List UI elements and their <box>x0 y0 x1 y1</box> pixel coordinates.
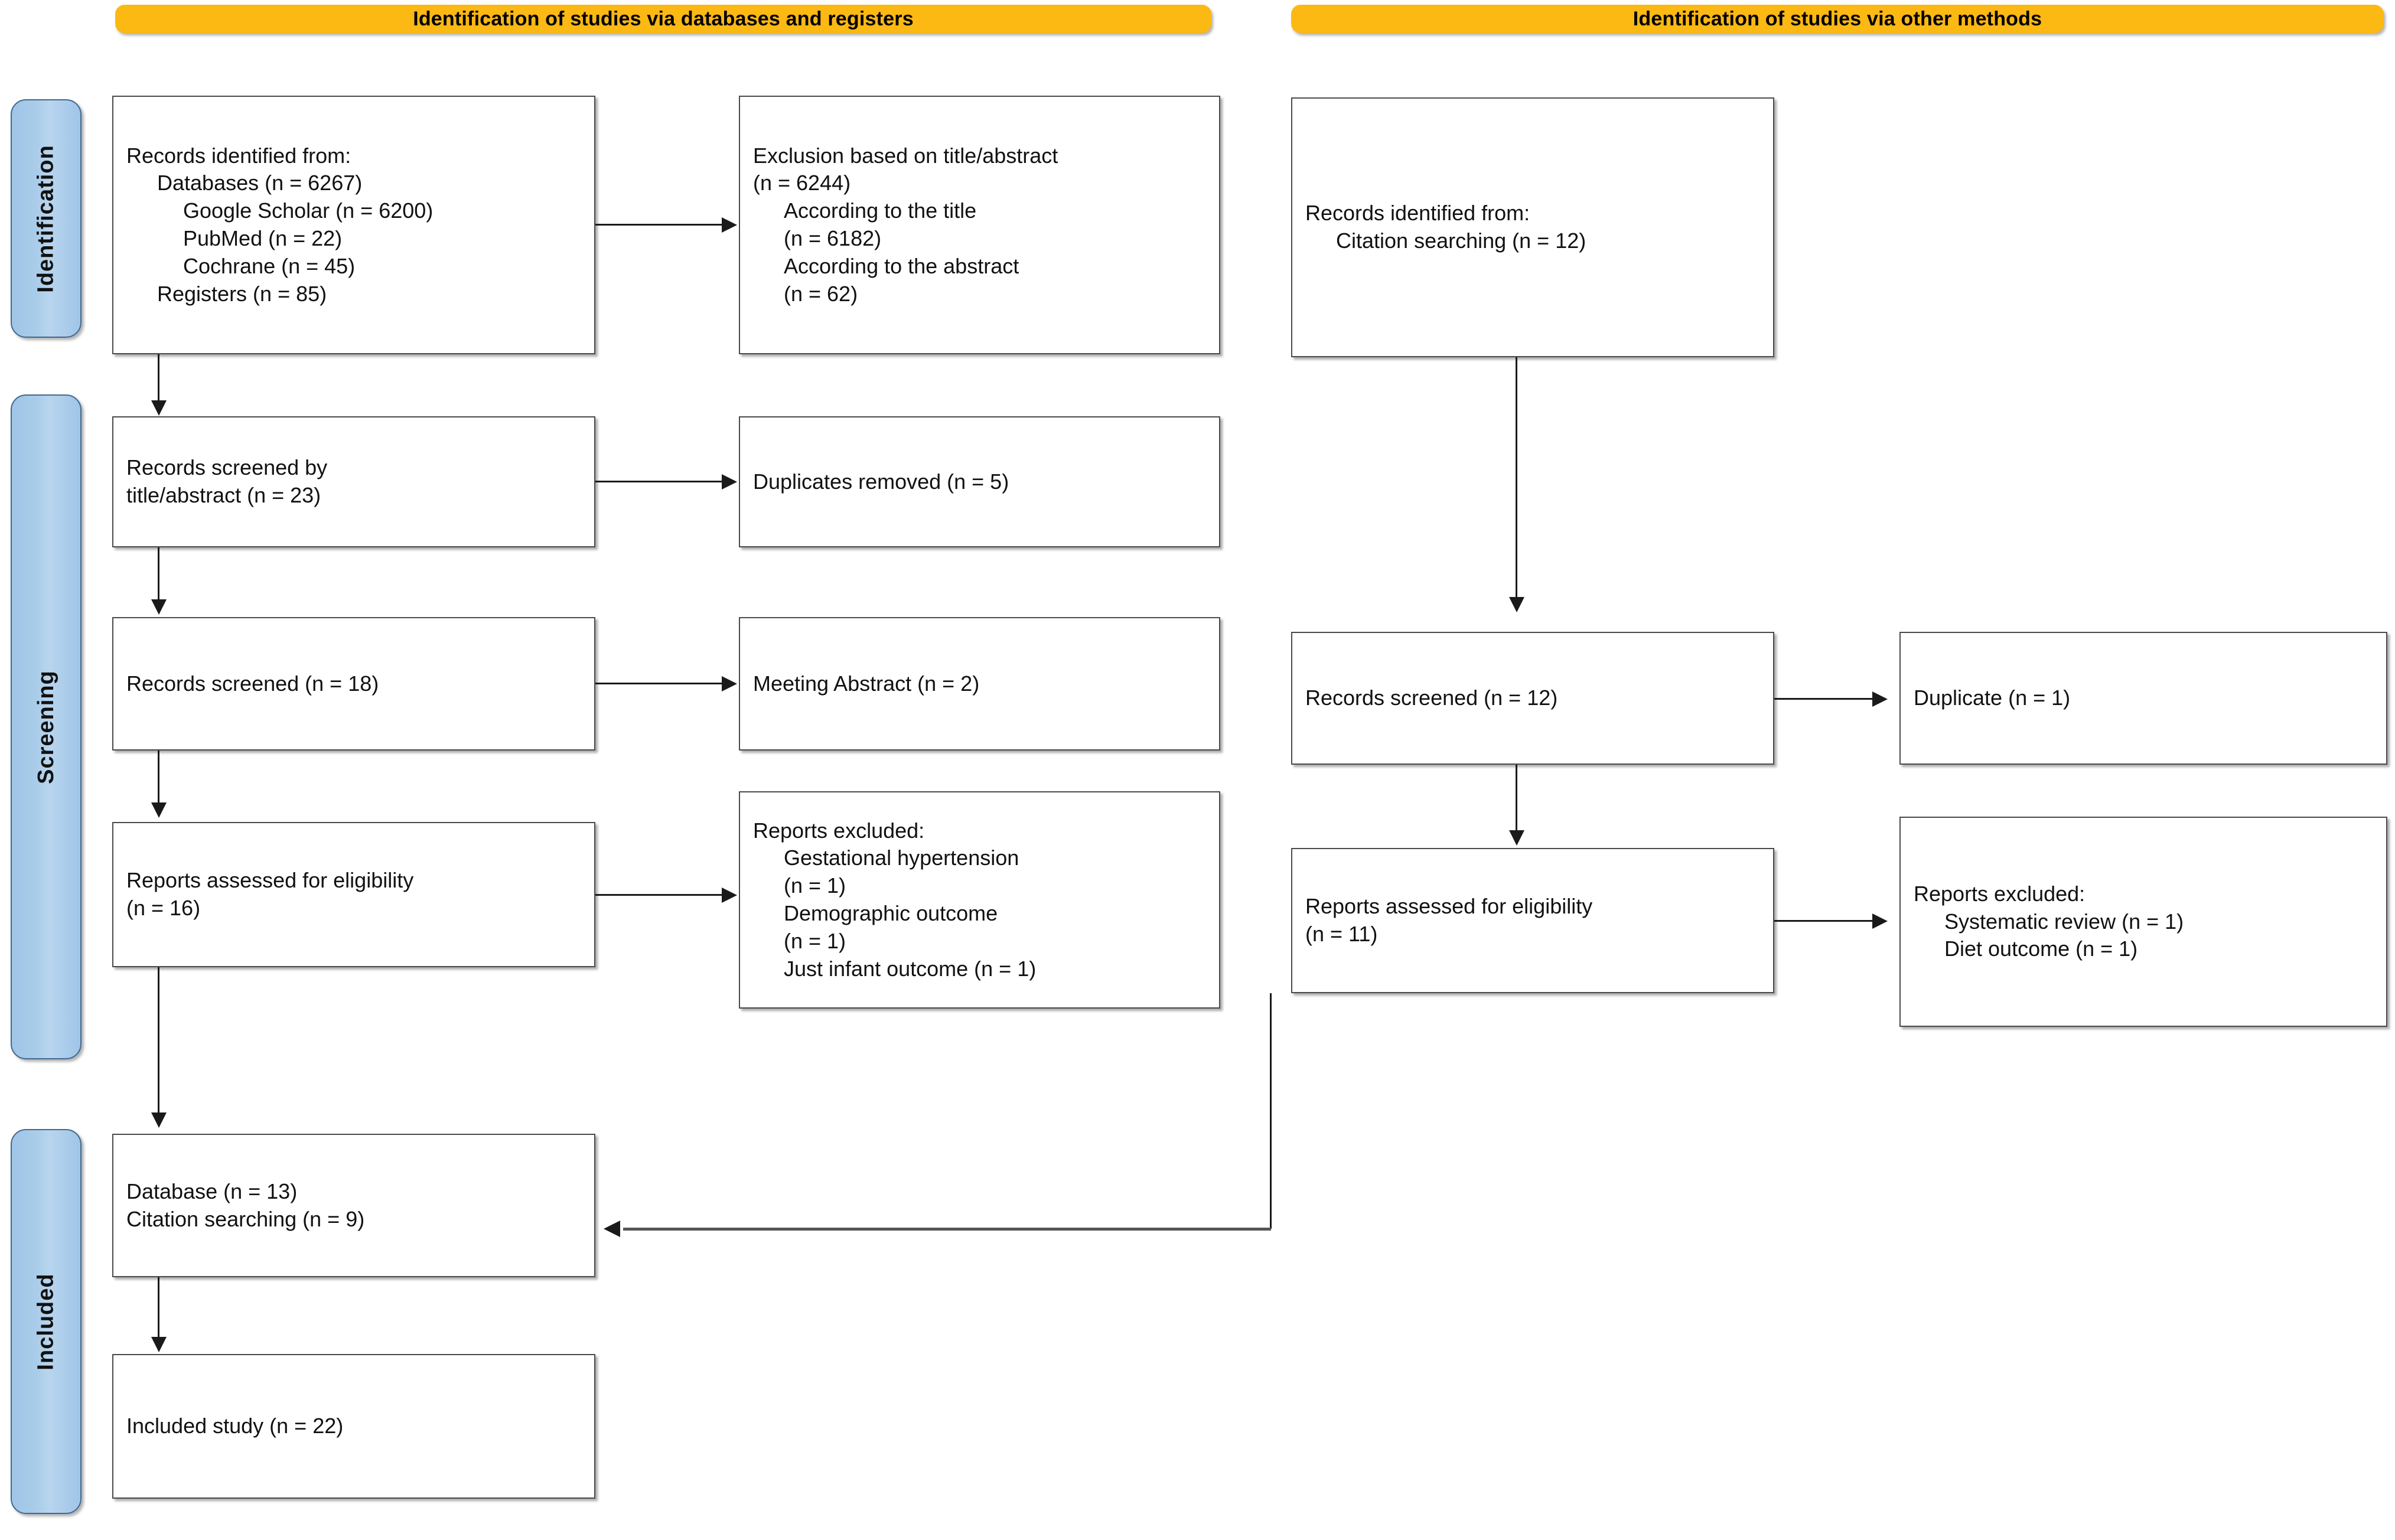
arrowhead-assessed-other-to-excluded-right <box>1872 913 1888 929</box>
header-other-methods: Identification of studies via other meth… <box>1291 5 2384 33</box>
box-line: Demographic outcome <box>784 901 998 925</box>
connector-included-sources-to-included-study <box>158 1277 159 1339</box>
arrowhead-other-identified-to-screened <box>1509 597 1524 612</box>
box-records-screened-other: Records screened (n = 12) <box>1291 632 1774 765</box>
arrowhead-identified-to-exclusion <box>722 217 737 233</box>
connector-screened-other-to-assessed <box>1516 765 1517 833</box>
box-reports-assessed-eligibility-other: Reports assessed for eligibility (n = 11… <box>1291 848 1774 993</box>
arrowhead-other-assessed-to-included <box>604 1221 620 1237</box>
box-reports-excluded-right: Reports excluded: Systematic review (n =… <box>1899 817 2387 1027</box>
box-line: Exclusion based on title/abstract <box>753 143 1058 168</box>
arrowhead-screened-to-assessed <box>151 802 167 818</box>
connector-screened-ta-to-screened <box>158 547 159 602</box>
connector-assessed-other-to-excluded-right <box>1774 920 1873 922</box>
box-line: Reports excluded: <box>1914 881 2086 906</box>
arrowhead-screened-ta-to-duplicates <box>722 474 737 490</box>
box-line: (n = 62) <box>784 281 858 306</box>
box-line: Citation searching (n = 12) <box>1336 229 1586 253</box>
box-line: Records screened (n = 12) <box>1305 686 1558 710</box>
box-line: PubMed (n = 22) <box>183 226 343 250</box>
rail-screening-label: Screening <box>33 670 58 784</box>
rail-included: Included <box>11 1129 82 1514</box>
box-line: Meeting Abstract (n = 2) <box>753 671 980 696</box>
connector-other-assessed-down <box>1270 993 1272 1229</box>
box-line: (n = 1) <box>784 928 846 953</box>
box-line: Records screened by <box>126 455 328 480</box>
arrowhead-screened-other-to-assessed <box>1509 830 1524 846</box>
header-other-methods-label: Identification of studies via other meth… <box>1632 7 2042 30</box>
box-line: (n = 1) <box>784 873 846 898</box>
connector-assessed-to-excluded-left <box>595 894 724 896</box>
box-line: Records identified from: <box>126 143 351 168</box>
box-line: Google Scholar (n = 6200) <box>183 198 434 223</box>
box-line: Registers (n = 85) <box>157 281 327 306</box>
box-records-identified-databases: Records identified from: Databases (n = … <box>112 96 595 354</box>
box-line: (n = 6244) <box>753 171 851 195</box>
connector-screened-to-meeting-abstract <box>595 683 724 684</box>
arrowhead-assessed-to-excluded-left <box>722 888 737 903</box>
connector-identified-to-screened-ta <box>158 354 159 403</box>
connector-other-identified-to-screened <box>1516 357 1517 599</box>
box-records-identified-other-methods: Records identified from: Citation search… <box>1291 97 1774 357</box>
arrowhead-assessed-to-included-sources <box>151 1112 167 1128</box>
box-line: Database (n = 13) <box>126 1179 298 1203</box>
box-records-screened-title-abstract: Records screened by title/abstract (n = … <box>112 416 595 547</box>
box-line: Records identified from: <box>1305 201 1530 226</box>
rail-screening: Screening <box>11 394 82 1059</box>
box-line: According to the title <box>784 198 977 223</box>
connector-screened-to-assessed <box>158 751 159 805</box>
box-line: Duplicates removed (n = 5) <box>753 469 1009 494</box>
connector-assessed-to-included-sources <box>158 967 159 1115</box>
arrowhead-screened-other-to-duplicate <box>1872 691 1888 707</box>
box-line: Systematic review (n = 1) <box>1944 909 2184 934</box>
arrowhead-screened-to-meeting-abstract <box>722 676 737 691</box>
connector-screened-ta-to-duplicates <box>595 481 724 482</box>
box-exclusion-title-abstract: Exclusion based on title/abstract (n = 6… <box>739 96 1220 354</box>
arrowhead-included-sources-to-included-study <box>151 1337 167 1352</box>
box-line: Reports excluded: <box>753 818 925 843</box>
box-line: Just infant outcome (n = 1) <box>784 956 1037 981</box>
box-line: Reports assessed for eligibility <box>1305 894 1593 919</box>
box-line: Reports assessed for eligibility <box>126 868 414 893</box>
box-meeting-abstract: Meeting Abstract (n = 2) <box>739 617 1220 751</box>
connector-other-assessed-to-included <box>623 1228 1271 1231</box>
box-line: title/abstract (n = 23) <box>126 483 321 507</box>
box-duplicate-other: Duplicate (n = 1) <box>1899 632 2387 765</box>
rail-identification-label: Identification <box>33 144 58 293</box>
box-line: Records screened (n = 18) <box>126 671 379 696</box>
rail-included-label: Included <box>33 1273 58 1371</box>
header-databases-registers: Identification of studies via databases … <box>115 5 1211 33</box>
box-reports-excluded-left: Reports excluded: Gestational hypertensi… <box>739 791 1220 1009</box>
box-line: Databases (n = 6267) <box>157 171 363 195</box>
box-included-study: Included study (n = 22) <box>112 1354 595 1499</box>
box-line: Included study (n = 22) <box>126 1414 344 1438</box>
rail-identification: Identification <box>11 99 82 338</box>
box-line: Duplicate (n = 1) <box>1914 686 2071 710</box>
box-line: (n = 16) <box>126 896 201 920</box>
box-line: (n = 11) <box>1305 922 1378 946</box>
box-records-screened: Records screened (n = 18) <box>112 617 595 751</box>
box-line: Cochrane (n = 45) <box>183 253 356 278</box>
box-line: Citation searching (n = 9) <box>126 1206 365 1231</box>
box-included-sources: Database (n = 13) Citation searching (n … <box>112 1134 595 1277</box>
box-line: According to the abstract <box>784 253 1019 278</box>
header-databases-registers-label: Identification of studies via databases … <box>413 7 914 30</box>
arrowhead-identified-to-screened-ta <box>151 400 167 416</box>
box-reports-assessed-eligibility: Reports assessed for eligibility (n = 16… <box>112 822 595 967</box>
connector-identified-to-exclusion <box>595 224 724 226</box>
arrowhead-screened-ta-to-screened <box>151 599 167 615</box>
box-line: Diet outcome (n = 1) <box>1944 937 2138 961</box>
box-line: (n = 6182) <box>784 226 882 250</box>
box-duplicates-removed: Duplicates removed (n = 5) <box>739 416 1220 547</box>
connector-screened-other-to-duplicate <box>1774 698 1873 700</box>
box-line: Gestational hypertension <box>784 846 1019 870</box>
